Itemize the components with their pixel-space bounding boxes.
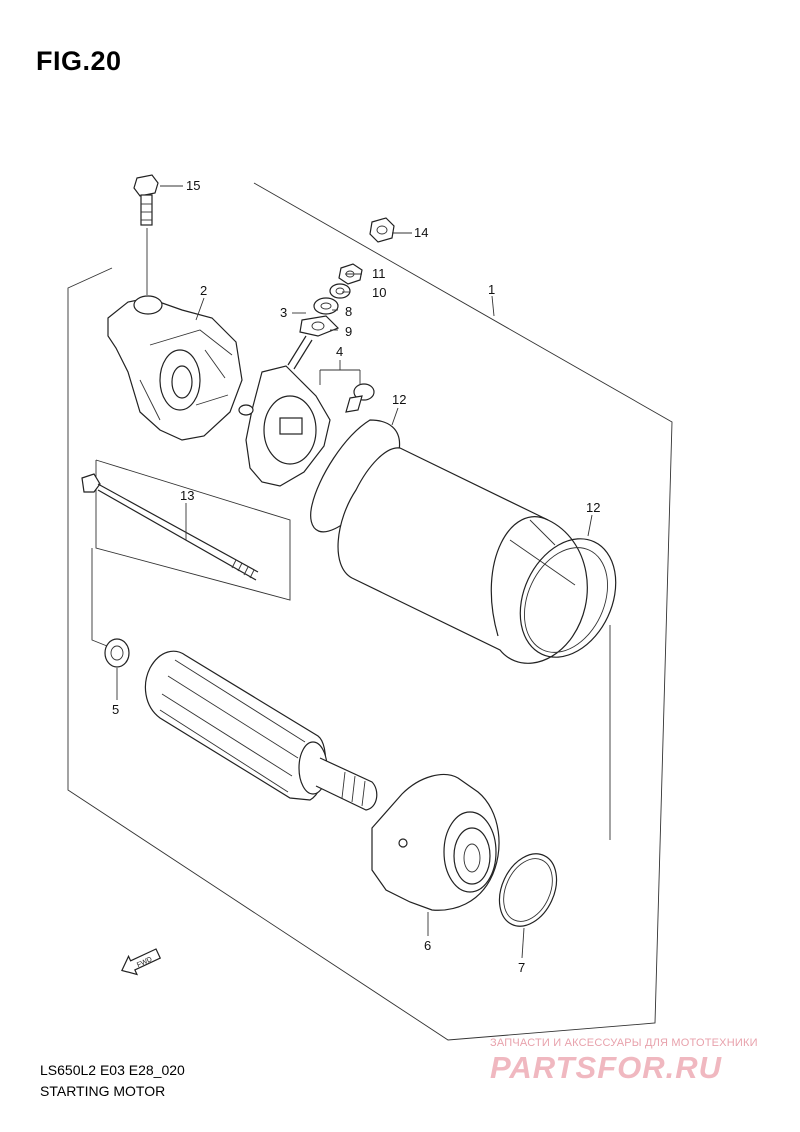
callout-14: 14 bbox=[414, 225, 428, 240]
armature-box bbox=[91, 548, 113, 649]
callout-8: 8 bbox=[345, 304, 352, 319]
o-ring-12-upper bbox=[310, 419, 401, 533]
callout-15: 15 bbox=[186, 178, 200, 193]
callout-11: 11 bbox=[372, 266, 386, 281]
figure-title: FIG.20 bbox=[36, 46, 122, 76]
washer-10 bbox=[329, 283, 351, 299]
bolt-15 bbox=[133, 174, 159, 295]
o-ring-7 bbox=[498, 853, 558, 927]
watermark-logo: PARTSFOR.RU bbox=[490, 1050, 723, 1085]
callout-12-upper: 12 bbox=[392, 392, 406, 407]
front-housing-6 bbox=[371, 773, 500, 911]
nut-14 bbox=[369, 217, 395, 243]
leader-lines bbox=[116, 185, 593, 959]
bolt-box bbox=[95, 459, 291, 601]
callout-10: 10 bbox=[372, 285, 386, 300]
diagram-name: STARTING MOTOR bbox=[40, 1083, 166, 1099]
washer-5 bbox=[104, 638, 130, 668]
callout-5: 5 bbox=[112, 702, 119, 717]
o-ring-12-lower bbox=[519, 538, 617, 658]
callout-12-lower: 12 bbox=[586, 500, 600, 515]
rear-housing-2 bbox=[107, 295, 243, 441]
callout-6: 6 bbox=[424, 938, 431, 953]
callout-9: 9 bbox=[345, 324, 352, 339]
diagram-code: LS650L2 E03 E28_020 bbox=[40, 1062, 185, 1078]
brush-holder-4 bbox=[238, 335, 375, 487]
callout-3: 3 bbox=[280, 305, 287, 320]
yoke-cylinder bbox=[337, 447, 588, 664]
callout-1: 1 bbox=[488, 282, 495, 297]
fwd-arrow-icon: FWD bbox=[121, 948, 162, 976]
callout-2: 2 bbox=[200, 283, 207, 298]
armature bbox=[144, 650, 378, 811]
watermark-tagline: ЗАПЧАСТИ И АКСЕССУАРЫ ДЛЯ МОТОТЕХНИКИ bbox=[490, 1037, 758, 1049]
callout-4: 4 bbox=[336, 344, 343, 359]
callout-13: 13 bbox=[180, 488, 194, 503]
assembly-outline bbox=[67, 182, 673, 1041]
through-bolt-13 bbox=[81, 473, 259, 581]
insulator-9 bbox=[299, 315, 340, 337]
callout-7: 7 bbox=[518, 960, 525, 975]
washer-8 bbox=[313, 297, 339, 315]
